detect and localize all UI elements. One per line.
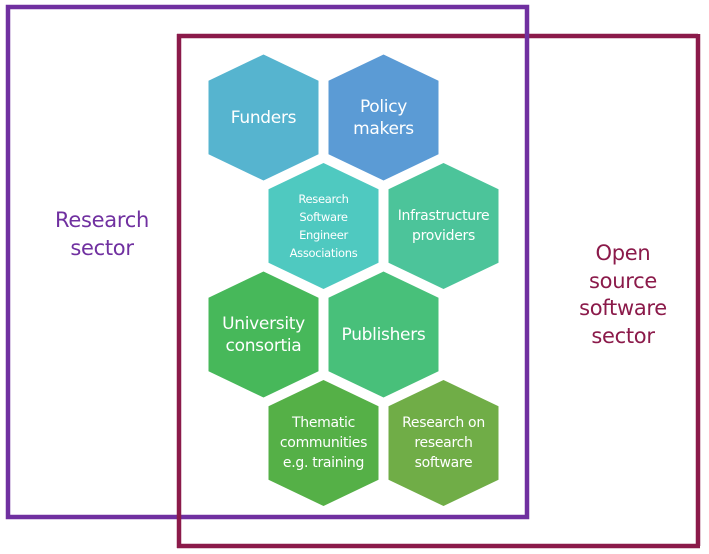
hexagon-label-infrastructure-providers: Infrastructure providers [389, 206, 499, 246]
hexagon-thematic-communities [268, 380, 379, 506]
hexagon-label-publishers: Publishers [329, 324, 439, 346]
hexagon-label-line: Software [299, 210, 348, 224]
hexagon-label-line: Research [298, 192, 349, 206]
research-sector-label: Research sector [42, 207, 162, 262]
hexagon-publishers [328, 271, 439, 398]
oss-sector-label-line: Open [595, 241, 651, 265]
oss-sector-label-line: sector [591, 323, 655, 348]
hexagon-rse-associations [268, 163, 379, 289]
research-sector-label-line: Research [55, 208, 149, 232]
hexagon-label-line: e.g. training [282, 455, 365, 471]
hexagon-university-consortia [208, 271, 319, 398]
hexagon-label-line: communities [279, 435, 368, 451]
hexagon-label-line: Funders [230, 107, 297, 128]
hexagon-infrastructure-providers [388, 163, 499, 289]
hexagon-label-line: Publishers [341, 324, 426, 345]
hexagon-label-line: Infrastructure [397, 208, 490, 224]
hexagon-label-line: Policy [359, 96, 408, 117]
hexagon-label-funders: Funders [209, 107, 319, 129]
hexagon-label-line: University [222, 313, 305, 334]
hexagon-research-on-research-software [388, 380, 499, 506]
hexagon-label-line: Associations [289, 246, 358, 260]
hexagon-label-thematic-communities: Thematic communities e.g. training [269, 413, 379, 473]
oss-sector-label-line: source [589, 268, 657, 293]
hexagon-label-line: providers [412, 228, 475, 244]
hexagon-label-line: Research on [402, 415, 485, 431]
hexagon-label-line: Engineer [299, 228, 348, 242]
hexagon-funders [208, 54, 319, 181]
hexagon-label-line: research [414, 435, 473, 451]
hexagon-label-line: Thematic [292, 415, 355, 431]
sector-frames [5, 4, 701, 549]
hexagon-label-line: consortia [225, 335, 302, 356]
hexagon-label-line: software [414, 455, 473, 471]
hexagon-label-line: makers [353, 118, 414, 139]
research-sector-label-line: sector [70, 235, 134, 260]
hexagon-policy-makers [328, 54, 439, 181]
oss-sector-label: Open source software sector [560, 240, 686, 350]
hexagon-label-research-on-research-software: Research on research software [389, 413, 499, 473]
oss-sector-label-line: software [579, 296, 667, 320]
research-sector-frame [5, 4, 530, 520]
stakeholder-hexagons [208, 54, 499, 506]
